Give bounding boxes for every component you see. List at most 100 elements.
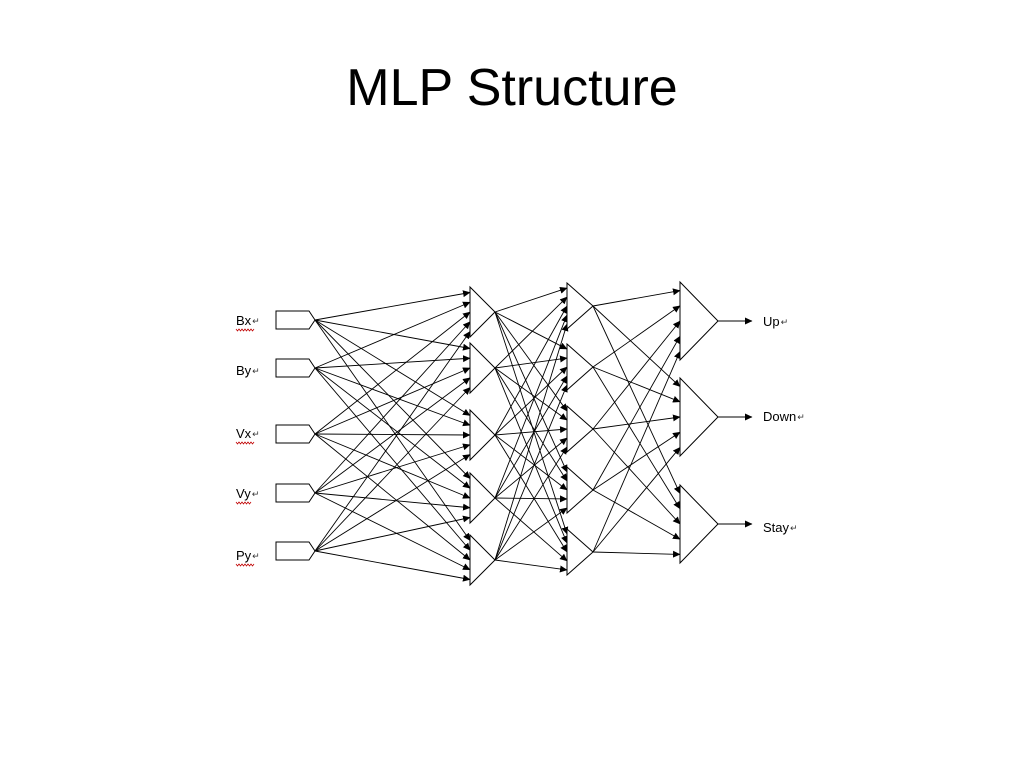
connection-h1-2-to-h2-3 (494, 367, 568, 421)
connection-h1-2-to-h2-5 (494, 367, 568, 544)
hidden2-neuron-5 (566, 527, 594, 577)
connection-h2-4-to-output-3 (592, 489, 681, 540)
connection-input-3-to-h1-3 (314, 431, 471, 439)
connection-h1-4-to-h2-1 (494, 314, 568, 499)
connection-input-3-to-h1-2 (314, 367, 471, 435)
connection-h2-3-to-output-1 (592, 320, 681, 430)
connection-h1-2-to-h2-4 (494, 367, 568, 482)
connection-h2-2-to-output-1 (592, 305, 681, 368)
connection-h1-1-to-h2-3 (494, 311, 568, 412)
paragraph-mark-icon: ↵ (252, 490, 260, 500)
spellcheck-underline (235, 563, 255, 567)
connection-h1-3-to-h2-2 (494, 366, 568, 436)
input-node-by (275, 358, 316, 378)
connection-input-4-to-h1-1 (314, 321, 471, 494)
input-label-bx: Bx (236, 313, 252, 328)
connection-h2-1-to-output-2 (592, 305, 681, 387)
connection-input-4-to-h1-2 (314, 377, 471, 494)
hidden2-neuron-2 (566, 342, 594, 392)
connection-h1-3-to-h2-5 (494, 434, 568, 553)
input-node-py (275, 541, 316, 561)
connection-h1-2-to-h2-1 (494, 296, 568, 369)
connection-h2-2-to-output-2 (592, 366, 681, 403)
connection-input-2-to-h1-1 (314, 301, 471, 369)
hidden2-neuron-4 (566, 465, 594, 515)
connection-h1-1-to-h2-1 (494, 286, 568, 313)
paragraph-mark-icon: ↵ (797, 413, 805, 423)
connection-h2-5-to-output-3 (592, 550, 681, 558)
spellcheck-underline (235, 501, 252, 505)
connection-h1-5-to-h2-4 (494, 507, 568, 561)
paragraph-mark-icon: ↵ (781, 318, 789, 328)
paragraph-mark-icon: ↵ (252, 552, 260, 562)
output-label-stay: Stay (763, 520, 790, 535)
input-label-by: By (236, 363, 252, 378)
hidden1-neuron-1 (469, 285, 496, 339)
connection-h2-2-to-output-3 (592, 366, 681, 510)
connection-h1-3-to-h2-3 (494, 426, 568, 436)
connection-input-1-to-h1-3 (314, 319, 471, 416)
connection-h2-4-to-output-1 (592, 335, 681, 491)
hidden1-neuron-4 (469, 471, 496, 525)
connection-input-5-to-h1-2 (314, 387, 471, 552)
connection-input-5-to-h1-4 (314, 515, 471, 552)
connection-h1-1-to-h2-4 (494, 311, 568, 473)
output-neuron-down (679, 376, 719, 458)
output-neuron-up (679, 280, 719, 362)
connection-h2-3-to-output-3 (592, 428, 681, 525)
output-label-down: Down (763, 409, 796, 424)
input-node-vx (275, 424, 316, 444)
connection-h1-1-to-h2-5 (494, 311, 569, 535)
connection-input-3-to-h1-1 (314, 311, 471, 435)
connection-input-5-to-h1-3 (314, 454, 471, 552)
hidden1-neuron-3 (469, 408, 496, 462)
connection-input-2-to-h1-3 (314, 367, 471, 427)
connection-input-3-to-h1-5 (314, 433, 471, 561)
output-neuron-stay (679, 483, 719, 565)
connection-h2-4-to-output-2 (592, 431, 681, 491)
connection-input-2-to-h1-2 (314, 355, 471, 369)
connection-h1-5-to-h2-1 (494, 323, 569, 561)
input-node-bx (275, 310, 316, 330)
paragraph-mark-icon: ↵ (252, 367, 260, 377)
connection-h2-1-to-output-3 (592, 305, 681, 495)
connection-input-1-to-h1-1 (314, 290, 471, 321)
spellcheck-underline (235, 441, 255, 445)
hidden1-neuron-2 (469, 341, 496, 395)
connection-h1-4-to-h2-3 (494, 437, 568, 499)
connection-h1-4-to-h2-4 (494, 495, 568, 503)
connection-h2-1-to-output-1 (592, 288, 681, 307)
connection-input-5-to-h1-5 (314, 550, 471, 582)
paragraph-mark-icon: ↵ (252, 317, 260, 327)
connection-h1-2-to-h2-2 (494, 355, 568, 369)
paragraph-mark-icon: ↵ (790, 524, 798, 534)
connection-input-5-to-h1-1 (314, 331, 471, 552)
hidden1-neuron-5 (469, 533, 496, 587)
connection-h2-3-to-output-2 (592, 414, 681, 430)
connection-h1-5-to-h2-5 (494, 559, 568, 573)
input-label-vy: Vy (236, 486, 251, 501)
paragraph-mark-icon: ↵ (252, 430, 260, 440)
hidden2-neuron-1 (566, 281, 594, 331)
connection-input-1-to-h1-4 (314, 319, 471, 479)
connections-layer (314, 286, 681, 582)
connection-input-3-to-h1-4 (314, 433, 471, 499)
connection-input-4-to-h1-4 (314, 492, 471, 511)
connection-h1-1-to-h2-2 (494, 311, 568, 350)
connection-h1-4-to-h2-2 (494, 375, 568, 499)
connection-h2-5-to-output-2 (592, 447, 681, 553)
connection-input-2-to-h1-5 (314, 367, 471, 551)
input-label-vx: Vx (236, 426, 252, 441)
labels-layer: Bx↵By↵Vx↵Vy↵Py↵Up↵Down↵Stay↵ (235, 313, 805, 567)
input-label-py: Py (236, 548, 252, 563)
connection-input-4-to-h1-5 (314, 492, 471, 571)
connection-input-1-to-h1-5 (314, 319, 471, 541)
connection-h1-3-to-h2-1 (494, 305, 568, 436)
input-node-vy (275, 483, 316, 503)
connection-h1-5-to-h2-3 (494, 446, 568, 561)
connection-input-1-to-h1-2 (314, 319, 471, 351)
nodes-layer (275, 280, 753, 587)
slide-title: MLP Structure (346, 59, 678, 117)
